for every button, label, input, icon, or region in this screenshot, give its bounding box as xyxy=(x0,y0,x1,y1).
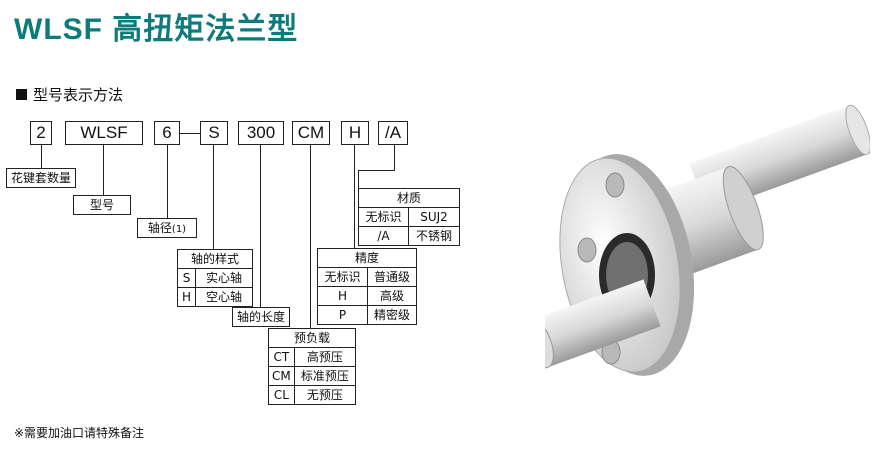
section-title: 型号表示方法 xyxy=(33,86,124,104)
label-shaft-diameter: 轴径(1) xyxy=(137,218,197,238)
table-header: 预负载 xyxy=(268,328,356,348)
code-part-diameter: 6 xyxy=(154,121,180,145)
connector-line xyxy=(358,170,359,188)
table-header: 轴的样式 xyxy=(177,249,253,269)
table-cell: S xyxy=(177,268,196,288)
connector-line xyxy=(310,145,311,328)
code-part-length: 300 xyxy=(238,121,284,145)
table-cell: CT xyxy=(268,347,295,367)
code-part-preload: CM xyxy=(292,121,330,145)
table-cell: 普通级 xyxy=(367,267,417,287)
code-part-material: /A xyxy=(378,121,408,145)
table-cell: CL xyxy=(268,385,295,405)
table-cell: H xyxy=(317,286,368,306)
label-model: 型号 xyxy=(73,195,131,215)
table-cell: 实心轴 xyxy=(195,268,253,288)
code-part-shaft-type: S xyxy=(200,121,228,145)
code-part-model: WLSF xyxy=(65,121,143,145)
table-cell: 精密级 xyxy=(367,305,417,325)
label-shaft-diameter-text: 轴径 xyxy=(147,221,172,235)
table-cell: CM xyxy=(268,366,295,386)
table-cell: SUJ2 xyxy=(408,207,460,227)
connector-line xyxy=(167,145,168,218)
table-cell: 高级 xyxy=(367,286,417,306)
connector-line xyxy=(41,145,42,168)
table-cell: 高预压 xyxy=(293,347,357,367)
connector-line xyxy=(103,145,104,195)
table-cell: 不锈钢 xyxy=(408,226,460,246)
table-cell: 空心轴 xyxy=(195,287,253,307)
flange-spline-bearing-image xyxy=(545,103,870,376)
table-cell: 无预压 xyxy=(293,385,357,405)
table-cell: H xyxy=(177,287,196,307)
code-part-count: 2 xyxy=(30,121,52,145)
footnote: ※需要加油口请特殊备注 xyxy=(14,426,145,440)
table-header: 精度 xyxy=(317,248,417,268)
section-heading: 型号表示方法 xyxy=(16,84,123,105)
connector-line xyxy=(213,145,214,249)
code-part-precision: H xyxy=(341,121,369,145)
table-cell: 无标识 xyxy=(317,267,368,287)
table-cell: P xyxy=(317,305,368,325)
table-cell: 标准预压 xyxy=(293,366,357,386)
page-title: WLSF 高扭矩法兰型 xyxy=(14,13,299,46)
table-cell: /A xyxy=(358,226,409,246)
connector-line xyxy=(394,145,395,170)
table-cell: 无标识 xyxy=(358,207,409,227)
square-bullet-icon xyxy=(16,89,27,100)
table-header: 材质 xyxy=(358,188,460,208)
code-hyphen xyxy=(180,133,200,134)
connector-line xyxy=(260,145,261,307)
label-shaft-length: 轴的长度 xyxy=(232,307,290,327)
label-spline-count: 花键套数量 xyxy=(6,168,76,188)
footnote-marker: (1) xyxy=(171,224,187,235)
connector-line xyxy=(354,145,355,248)
connector-line xyxy=(358,170,395,171)
